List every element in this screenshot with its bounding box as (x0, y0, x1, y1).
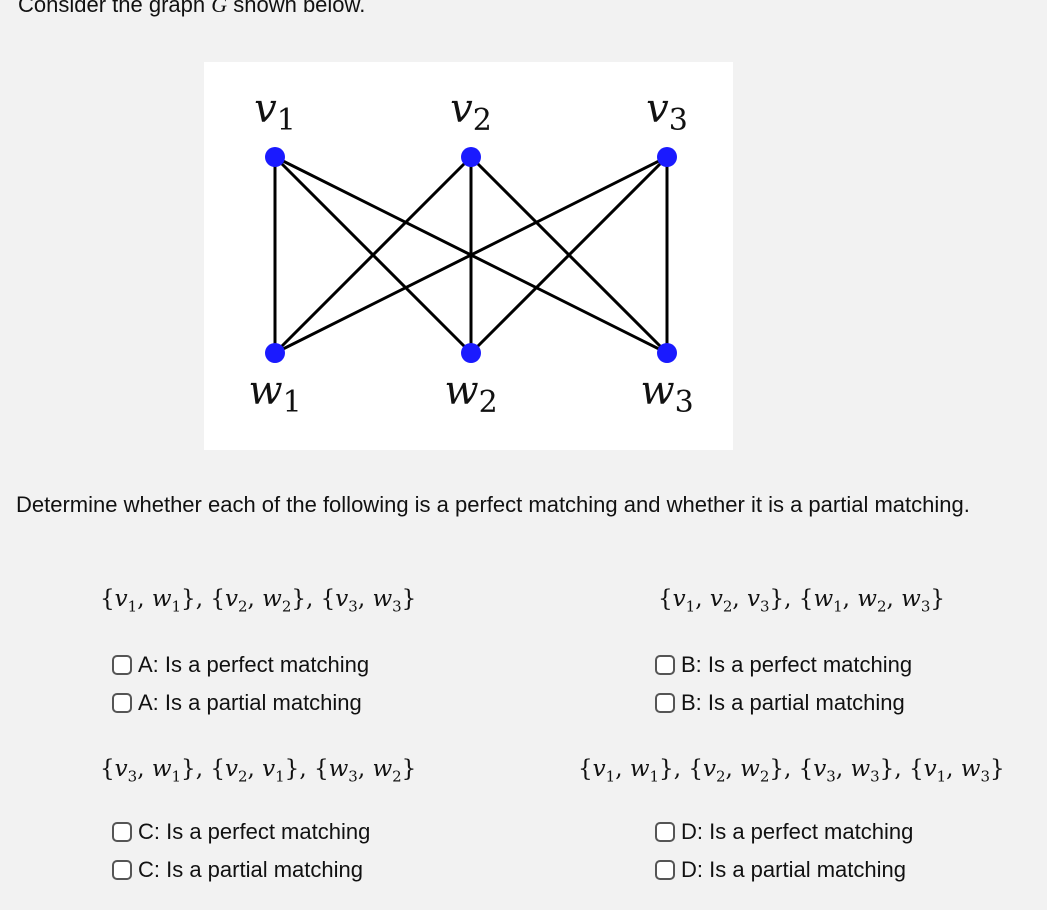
math-variable: w2 (740, 756, 770, 786)
vertex-w3 (657, 343, 677, 363)
intro-after: shown below. (227, 0, 366, 17)
vertex-w2 (461, 343, 481, 363)
checkbox[interactable] (112, 860, 132, 880)
vertex-w1 (265, 343, 285, 363)
math-variable: w2 (857, 586, 887, 616)
option-d-perfect[interactable]: D: Is a perfect matching (655, 819, 913, 845)
edge-v2-w1 (273, 155, 473, 355)
math-variable: v3 (335, 586, 358, 616)
vertex-v3 (657, 147, 677, 167)
math-variable: v2 (224, 756, 248, 786)
graph-symbol: G (211, 0, 228, 17)
math-variable: v2 (702, 756, 726, 786)
edge-v3-w1 (274, 155, 668, 355)
math-variable: v1 (672, 586, 696, 616)
prompt-text: Determine whether each of the following … (16, 492, 970, 517)
option-label: C: Is a partial matching (138, 857, 363, 882)
math-variable: w3 (372, 586, 402, 616)
vertex-label-w1: w1 (248, 368, 301, 420)
checkbox[interactable] (655, 860, 675, 880)
option-b-partial[interactable]: B: Is a partial matching (655, 690, 905, 716)
option-b-perfect[interactable]: B: Is a perfect matching (655, 652, 912, 678)
intro-text: Consider the graph G shown below. (18, 0, 365, 18)
vertex-label-v1: v1 (254, 86, 296, 138)
vertex-label-w2: w2 (444, 368, 497, 420)
graph-figure: v1 v2 v3 w1 w2 w3 (204, 62, 733, 450)
intro-before: Consider the graph (18, 0, 212, 17)
math-variable: v2 (709, 586, 733, 616)
checkbox[interactable] (655, 655, 675, 675)
math-variable: v1 (262, 756, 285, 786)
math-variable: w2 (262, 586, 292, 616)
option-label: B: Is a perfect matching (681, 652, 913, 677)
math-variable: w1 (813, 586, 843, 616)
math-variable: v3 (746, 586, 770, 616)
option-a-perfect[interactable]: A: Is a perfect matching (112, 652, 369, 678)
vertex-label-v2: v2 (450, 86, 492, 138)
checkbox[interactable] (655, 693, 675, 713)
option-label: B: Is a partial matching (681, 690, 905, 715)
math-variable: v1 (923, 756, 947, 786)
math-variable: v2 (224, 586, 248, 616)
set-expression-a: {v1, w1}, {v2, w2}, {v3, w3} (100, 586, 417, 616)
math-variable: w3 (328, 756, 358, 786)
option-a-partial[interactable]: A: Is a partial matching (112, 690, 362, 716)
vertex-label-w3: w3 (640, 368, 693, 420)
math-variable: w1 (151, 756, 182, 786)
option-label: A: Is a perfect matching (138, 652, 370, 677)
math-variable: v3 (114, 756, 138, 786)
edge-v3-w2 (469, 155, 669, 355)
checkbox[interactable] (112, 693, 132, 713)
option-c-perfect[interactable]: C: Is a perfect matching (112, 819, 370, 845)
set-expression-c: {v3, w1}, {v2, v1}, {w3, w2} (100, 756, 417, 786)
math-variable: w2 (372, 756, 402, 786)
option-label: D: Is a perfect matching (681, 819, 914, 844)
checkbox[interactable] (112, 655, 132, 675)
math-variable: w3 (960, 756, 990, 786)
option-c-partial[interactable]: C: Is a partial matching (112, 857, 363, 883)
option-label: A: Is a partial matching (138, 690, 362, 715)
math-variable: w3 (850, 756, 880, 786)
math-variable: w3 (901, 586, 931, 616)
checkbox[interactable] (112, 822, 132, 842)
checkbox[interactable] (655, 822, 675, 842)
set-expression-b: {v1, v2, v3}, {w1, w2, w3} (658, 586, 946, 616)
option-label: D: Is a partial matching (681, 857, 906, 882)
math-variable: v1 (114, 586, 138, 616)
option-label: C: Is a perfect matching (138, 819, 371, 844)
vertex-v1 (265, 147, 285, 167)
math-variable: w1 (151, 586, 182, 616)
vertex-v2 (461, 147, 481, 167)
math-variable: v1 (592, 756, 616, 786)
option-d-partial[interactable]: D: Is a partial matching (655, 857, 906, 883)
math-variable: w1 (629, 756, 660, 786)
bipartite-graph: v1 v2 v3 w1 w2 w3 (248, 86, 693, 420)
set-expression-d: {v1, w1}, {v2, w2}, {v3, w3}, {v1, w3} (578, 756, 1005, 786)
math-variable: v3 (813, 756, 836, 786)
vertex-label-v3: v3 (646, 86, 688, 138)
